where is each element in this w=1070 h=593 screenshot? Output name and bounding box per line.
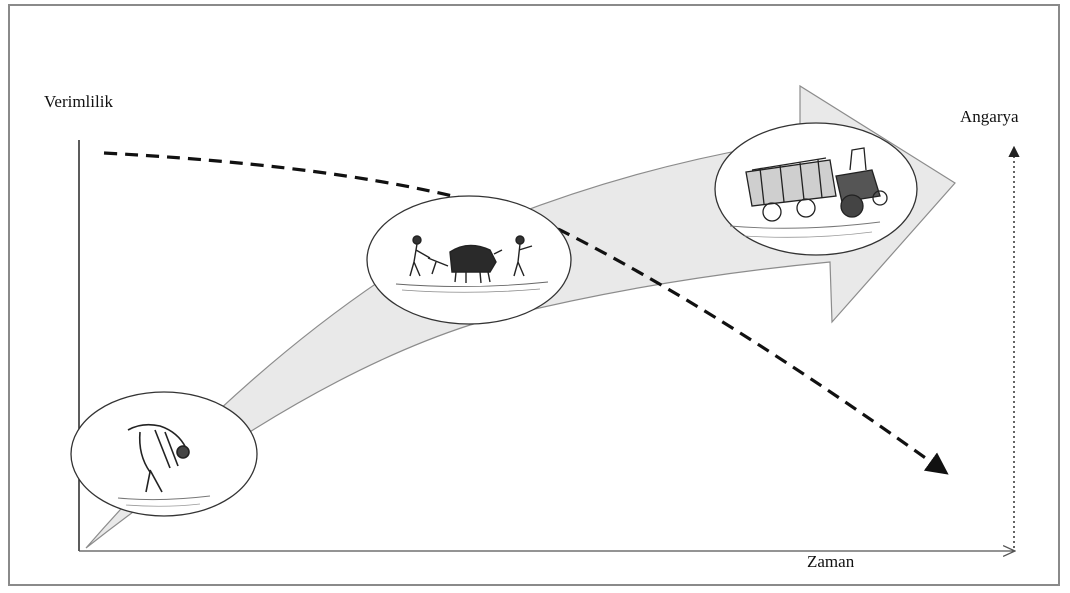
ox-plow-icon (395, 235, 549, 293)
stage-ox-plowing (366, 195, 572, 325)
tractor-icon (729, 147, 888, 238)
right-axis-label: Angarya (960, 107, 1019, 126)
stage-manual-labor (70, 391, 258, 517)
y-axis-label: Verimlilik (44, 92, 113, 111)
stage-tractor (714, 122, 918, 256)
hand-farming-icon (117, 423, 211, 507)
productivity-decline-curve (103, 151, 949, 475)
x-axis-label: Zaman (807, 552, 855, 571)
